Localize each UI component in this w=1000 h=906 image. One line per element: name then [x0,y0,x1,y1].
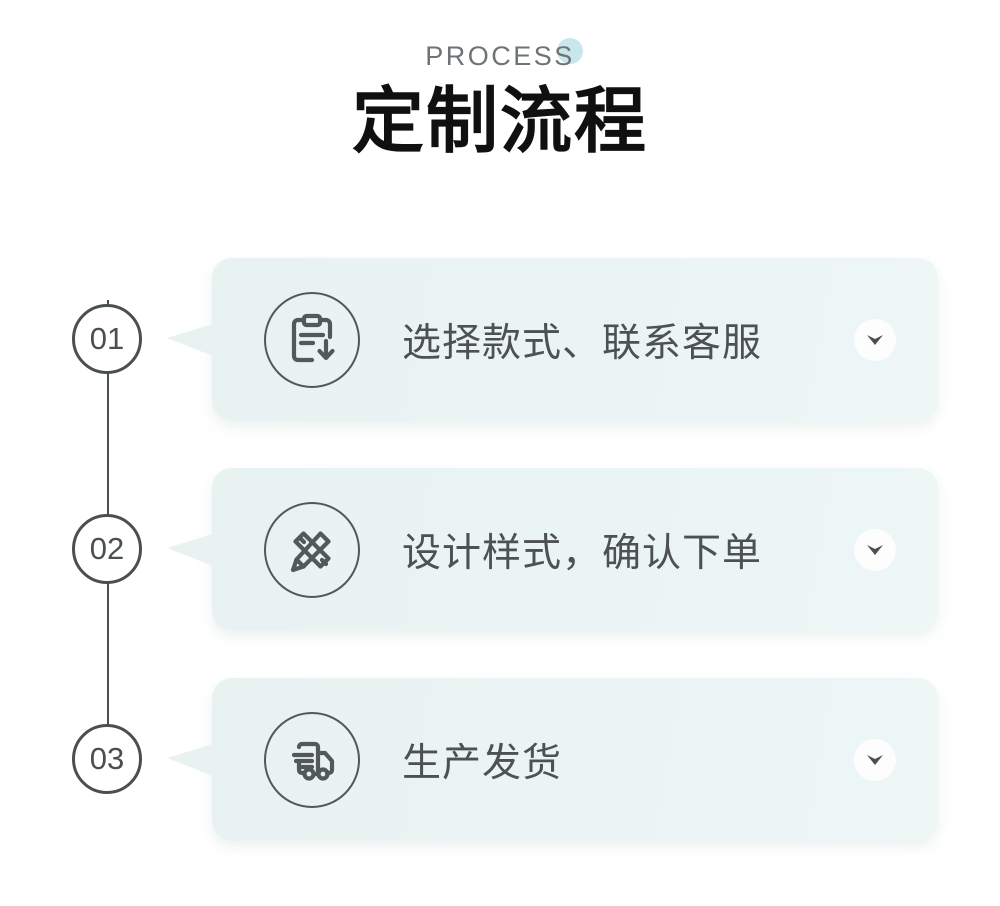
eyebrow-label: PROCESS [425,41,575,71]
step-number-badge: 02 [72,514,142,584]
page-header: PROCESS 定制流程 [0,0,1000,163]
list-item: 03 生产发货 [0,663,1000,841]
process-step-list: 01 选择款式、联系客服 [0,228,1000,848]
pencil-ruler-icon [264,501,360,598]
step-card[interactable]: 选择款式、联系客服 [167,258,938,421]
step-number-badge: 01 [72,304,142,374]
clipboard-download-icon [264,291,360,388]
step-label: 选择款式、联系客服 [402,321,763,365]
step-label: 设计样式，确认下单 [402,531,763,575]
step-card[interactable]: 生产发货 [167,678,938,841]
chevron-down-icon[interactable] [854,738,896,781]
card-pointer-tail [167,534,213,566]
card-pointer-tail [167,324,213,356]
page-title: 定制流程 [351,82,648,162]
step-label: 生产发货 [402,741,563,785]
delivery-truck-icon [264,711,360,808]
chevron-down-icon[interactable] [854,528,896,571]
step-number-badge: 03 [72,724,142,794]
decorative-dot-icon [556,38,583,64]
chevron-down-icon[interactable] [854,318,896,361]
list-item: 02 设计样式，确认下单 [0,453,1000,631]
card-pointer-tail [167,744,213,776]
list-item: 01 选择款式、联系客服 [0,243,1000,421]
step-card[interactable]: 设计样式，确认下单 [167,468,938,631]
eyebrow-wrap: PROCESS [425,36,583,76]
